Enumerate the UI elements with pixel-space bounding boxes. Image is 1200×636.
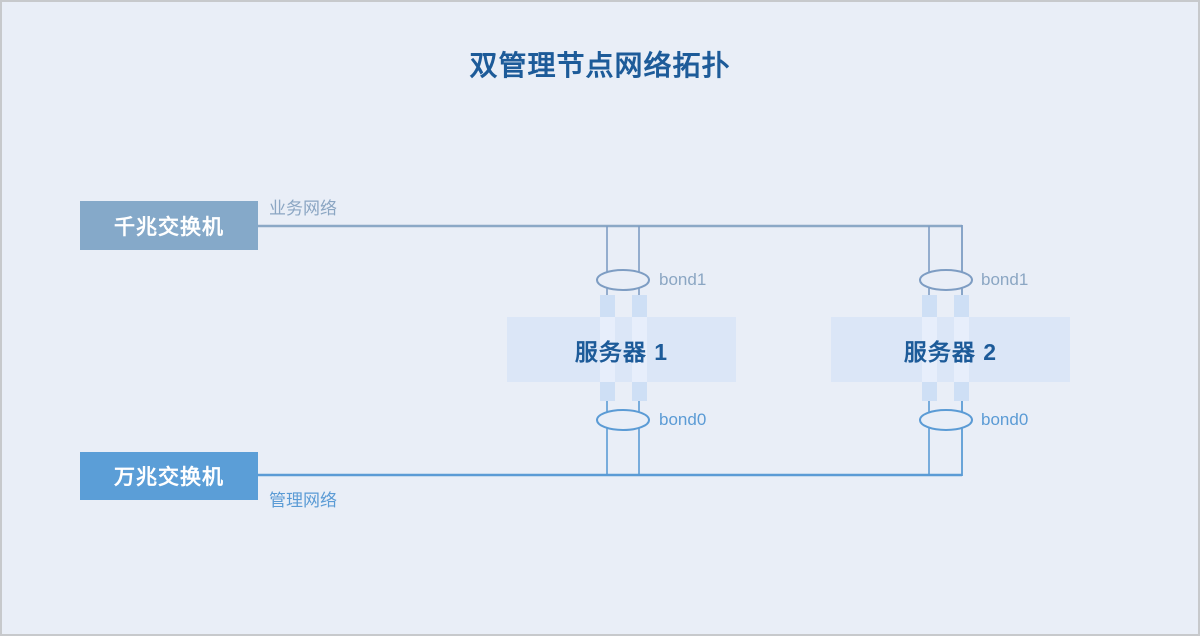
- nic-port-strip: [954, 317, 969, 382]
- server1-bond0-ring: [596, 409, 650, 431]
- server1-label: 服务器 1: [574, 338, 669, 365]
- gigabit-switch-box: 千兆交换机: [80, 201, 258, 250]
- ten-gigabit-switch-label: 万兆交换机: [114, 466, 224, 489]
- server1-bond1-label: bond1: [659, 270, 707, 289]
- management-network-label: 管理网络: [269, 491, 337, 510]
- nic-port-strip: [632, 317, 647, 382]
- server2-label: 服务器 2: [903, 338, 998, 365]
- server2-bond0-label: bond0: [981, 410, 1029, 429]
- nic-port-strip: [600, 317, 615, 382]
- business-network-label: 业务网络: [269, 199, 337, 218]
- gigabit-switch-label: 千兆交换机: [114, 215, 224, 239]
- server2-bond1-label: bond1: [981, 270, 1029, 289]
- server2-box: 服务器 2: [831, 317, 1070, 382]
- server2-bond0-ring: [919, 409, 973, 431]
- page-title: 双管理节点网络拓扑: [469, 50, 731, 81]
- nic-port-strip: [922, 317, 937, 382]
- server1-box: 服务器 1: [507, 317, 736, 382]
- ten-gigabit-switch-box: 万兆交换机: [80, 452, 258, 500]
- server1-bond1-ring: [596, 269, 650, 291]
- server2-bond1-ring: [919, 269, 973, 291]
- server1-bond0-label: bond0: [659, 410, 707, 429]
